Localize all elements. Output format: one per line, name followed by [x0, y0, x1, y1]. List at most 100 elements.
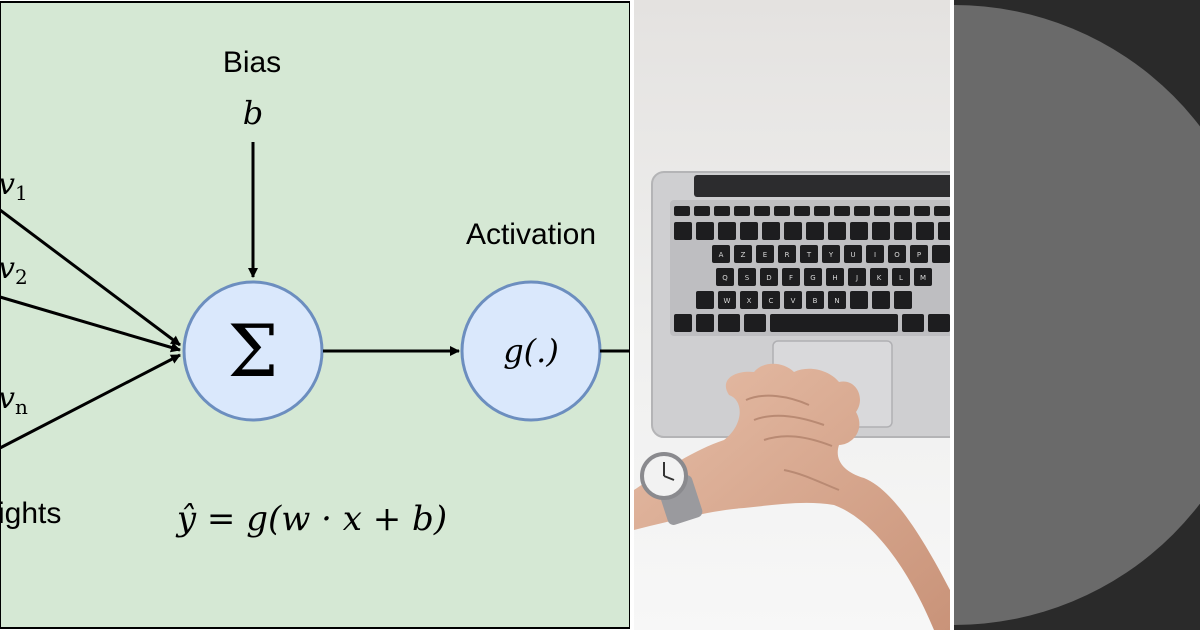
- weights-label: ights: [0, 497, 61, 530]
- keyboard-key: [854, 206, 870, 216]
- keyboard-key-label: Z: [741, 251, 746, 259]
- keyboard-key-label: P: [917, 251, 921, 259]
- keyboard-key: [778, 245, 796, 263]
- weight-w1-label: v1: [0, 167, 28, 205]
- keyboard-key: [696, 222, 714, 240]
- keyboard-key: [674, 222, 692, 240]
- keyboard-key: [756, 245, 774, 263]
- weight-w2-label: v2: [0, 251, 28, 289]
- keyboard-key: [894, 206, 910, 216]
- keyboard-key: [850, 291, 868, 309]
- keyboard-key-label: U: [850, 251, 855, 259]
- keyboard-key: [744, 314, 766, 332]
- keyboard-key: [760, 268, 778, 286]
- grey-circle: [954, 5, 1200, 625]
- keyboard-key: [828, 291, 846, 309]
- keyboard-key: [806, 291, 824, 309]
- keyboard-key: [718, 314, 740, 332]
- keyboard-key-label: B: [813, 297, 818, 305]
- keyboard-key-label: D: [766, 274, 771, 282]
- keyboard-key-label: Q: [722, 274, 728, 282]
- dark-panel-graphic: [954, 0, 1200, 630]
- keyboard-key: [696, 314, 714, 332]
- neuron-diagram: Bias b v1 v2 vn ights Σ Activation g(.) …: [0, 1, 630, 629]
- dark-decorative-panel: [954, 0, 1200, 630]
- keyboard-key: [914, 268, 932, 286]
- laptop-hinge: [694, 175, 950, 197]
- activation-symbol: g(.): [503, 332, 559, 370]
- keyboard-key: [762, 222, 780, 240]
- keyboard-key-label: T: [806, 251, 812, 259]
- keyboard-key: [782, 268, 800, 286]
- keyboard-key: [934, 206, 950, 216]
- keyboard-key: [932, 245, 950, 263]
- keyboard-key-label: H: [832, 274, 837, 282]
- keyboard-key: [738, 268, 756, 286]
- keyboard-key: [822, 245, 840, 263]
- keyboard-key: [740, 291, 758, 309]
- keyboard-key: [848, 268, 866, 286]
- keyboard-key: [938, 222, 950, 240]
- keyboard-key: [718, 291, 736, 309]
- input-arrow-2: [0, 295, 181, 353]
- keyboard-key-label: N: [834, 297, 839, 305]
- keyboard-key: [806, 222, 824, 240]
- keyboard-key-label: X: [747, 297, 752, 305]
- keyboard-key-label: E: [763, 251, 767, 259]
- neuron-diagram-panel: Bias b v1 v2 vn ights Σ Activation g(.) …: [0, 1, 630, 629]
- keyboard-key: [712, 245, 730, 263]
- spacebar-key: [770, 314, 898, 332]
- keyboard-key: [834, 206, 850, 216]
- keyboard-key: [716, 268, 734, 286]
- input-arrow-n: [0, 353, 181, 450]
- bias-symbol: b: [243, 94, 263, 132]
- laptop-photo: A Z E R T Y U I O P Q S D F G H J K L M W X C V B N: [634, 0, 950, 630]
- keyboard-key-label: A: [719, 251, 724, 259]
- keyboard-key: [902, 314, 924, 332]
- keyboard-key: [784, 222, 802, 240]
- keyboard-key: [674, 314, 692, 332]
- bias-label: Bias: [223, 46, 281, 79]
- keyboard-key: [910, 245, 928, 263]
- keyboard-key-label: L: [899, 274, 903, 282]
- keyboard-key: [872, 291, 890, 309]
- keyboard-key: [674, 206, 690, 216]
- keyboard-key-label: R: [785, 251, 790, 259]
- keyboard-key: [870, 268, 888, 286]
- input-arrow-1: [0, 208, 181, 347]
- keyboard-key-label: I: [874, 251, 876, 259]
- keyboard-key-label: M: [920, 274, 926, 282]
- keyboard-key-label: Y: [828, 251, 834, 259]
- summation-node: [182, 280, 324, 422]
- keyboard-key: [718, 222, 736, 240]
- keyboard-key: [800, 245, 818, 263]
- clasped-hands: [634, 363, 950, 630]
- keyboard-key: [828, 222, 846, 240]
- keyboard-key-label: G: [810, 274, 815, 282]
- laptop-photo-illustration: A Z E R T Y U I O P Q S D F G H J K L M W X C V B N: [634, 0, 950, 630]
- keyboard-key-label: O: [894, 251, 900, 259]
- keyboard-key-label: C: [769, 297, 774, 305]
- keyboard-key: [784, 291, 802, 309]
- keyboard-key: [804, 268, 822, 286]
- summation-symbol: Σ: [228, 309, 279, 393]
- keyboard-key-label: K: [877, 274, 882, 282]
- keyboard-key-label: J: [855, 274, 858, 282]
- keyboard-key: [826, 268, 844, 286]
- activation-label: Activation: [466, 218, 596, 251]
- keyboard-key: [794, 206, 810, 216]
- keyboard-key: [694, 206, 710, 216]
- keyboard-key: [740, 222, 758, 240]
- keyboard-keys: A Z E R T Y U I O P Q S D F G H J K L M W X C V B N: [674, 206, 950, 332]
- keyboard-key: [734, 206, 750, 216]
- keyboard-key: [814, 206, 830, 216]
- keyboard-key-label: V: [791, 297, 796, 305]
- keyboard-key: [894, 291, 912, 309]
- keyboard-key-label: W: [724, 297, 731, 305]
- keyboard-key: [916, 222, 934, 240]
- keyboard-key-label: S: [745, 274, 750, 282]
- keyboard-key: [894, 222, 912, 240]
- output-formula: ŷ = g(w · x + b): [175, 499, 447, 539]
- keyboard-key-label: F: [789, 274, 793, 282]
- keyboard-key: [866, 245, 884, 263]
